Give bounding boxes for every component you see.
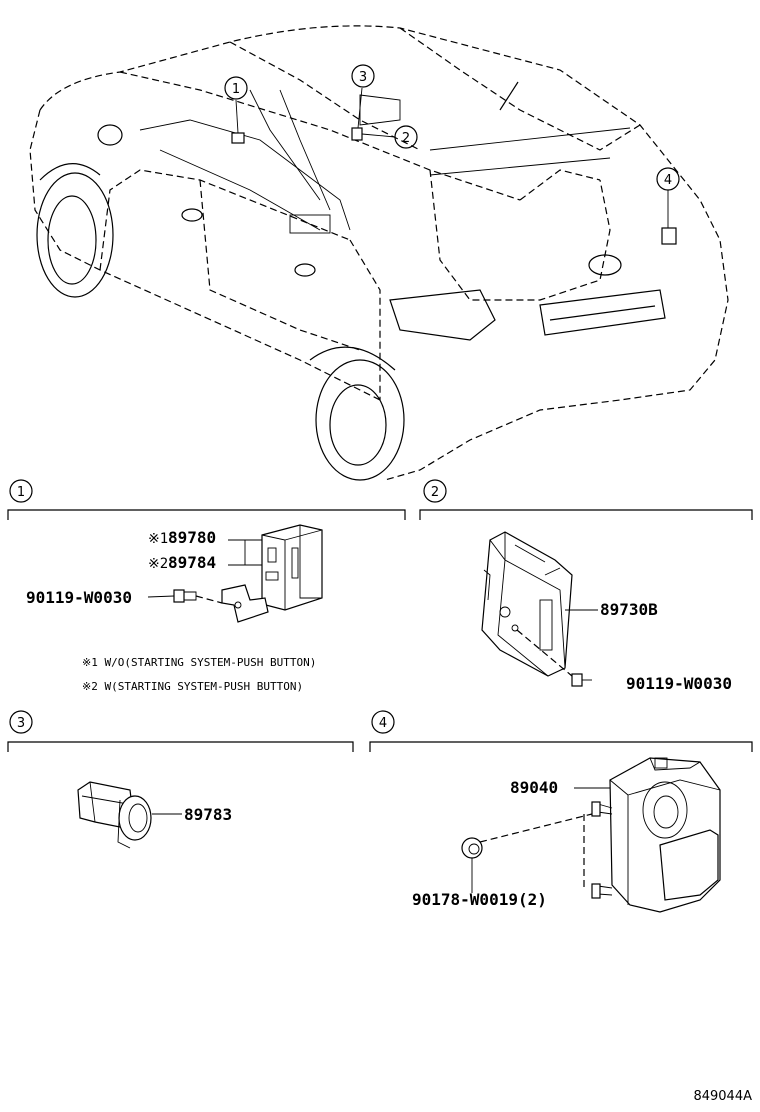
- control-module-drawing: [481, 531, 573, 677]
- immobiliser-ecu-drawing: [221, 524, 323, 623]
- ref-mark-2: ※2: [148, 556, 168, 572]
- note-1: ※1 W/O(STARTING SYSTEM-PUSH BUTTON): [82, 656, 316, 669]
- callout-3: 3: [351, 64, 375, 88]
- svg-text:2: 2: [402, 131, 410, 146]
- note-2: ※2 W(STARTING SYSTEM-PUSH BUTTON): [82, 680, 303, 693]
- callout-1: 1: [224, 76, 248, 100]
- bolt-2-drawing: [516, 629, 592, 687]
- callout-2: 2: [394, 125, 418, 149]
- transponder-coil-drawing: [77, 781, 152, 849]
- part-number-bolt-1: 90119-W0030: [26, 588, 132, 607]
- ref-mark-1: ※1: [148, 531, 168, 547]
- part-number-nut: 90178-W0019(2): [412, 890, 547, 909]
- section-4-number: 4: [379, 716, 387, 731]
- svg-text:4: 4: [664, 173, 672, 188]
- section-4: 4 89040 90178-W0019(2): [369, 710, 753, 913]
- antenna-module-drawing: [591, 757, 721, 913]
- section-2-number: 2: [431, 485, 439, 500]
- section-1-number: 1: [17, 485, 25, 500]
- figure-id: 849044A: [693, 1089, 752, 1104]
- bolt-1-drawing: [173, 589, 223, 604]
- part-number-89783: 89783: [184, 805, 232, 824]
- part-number-89040: 89040: [510, 778, 558, 797]
- part-number-bolt-2: 90119-W0030: [626, 674, 732, 693]
- part-number-89730b: 89730B: [600, 600, 658, 619]
- section-3: 3 89783: [7, 710, 354, 849]
- callout-4: 4: [656, 167, 680, 191]
- section-3-number: 3: [17, 716, 25, 731]
- part-number-89784: 89784: [168, 553, 216, 572]
- section-2: 2 89730B 90119-W0030: [419, 479, 753, 693]
- svg-text:3: 3: [359, 70, 367, 85]
- vehicle-overview: [29, 25, 729, 481]
- part-number-89780: 89780: [168, 528, 216, 547]
- nut-drawing: [461, 813, 593, 893]
- section-1: 1 ※1 89780 ※2 89784 90119-W0030 ※1 W: [7, 479, 406, 693]
- svg-text:1: 1: [232, 82, 240, 97]
